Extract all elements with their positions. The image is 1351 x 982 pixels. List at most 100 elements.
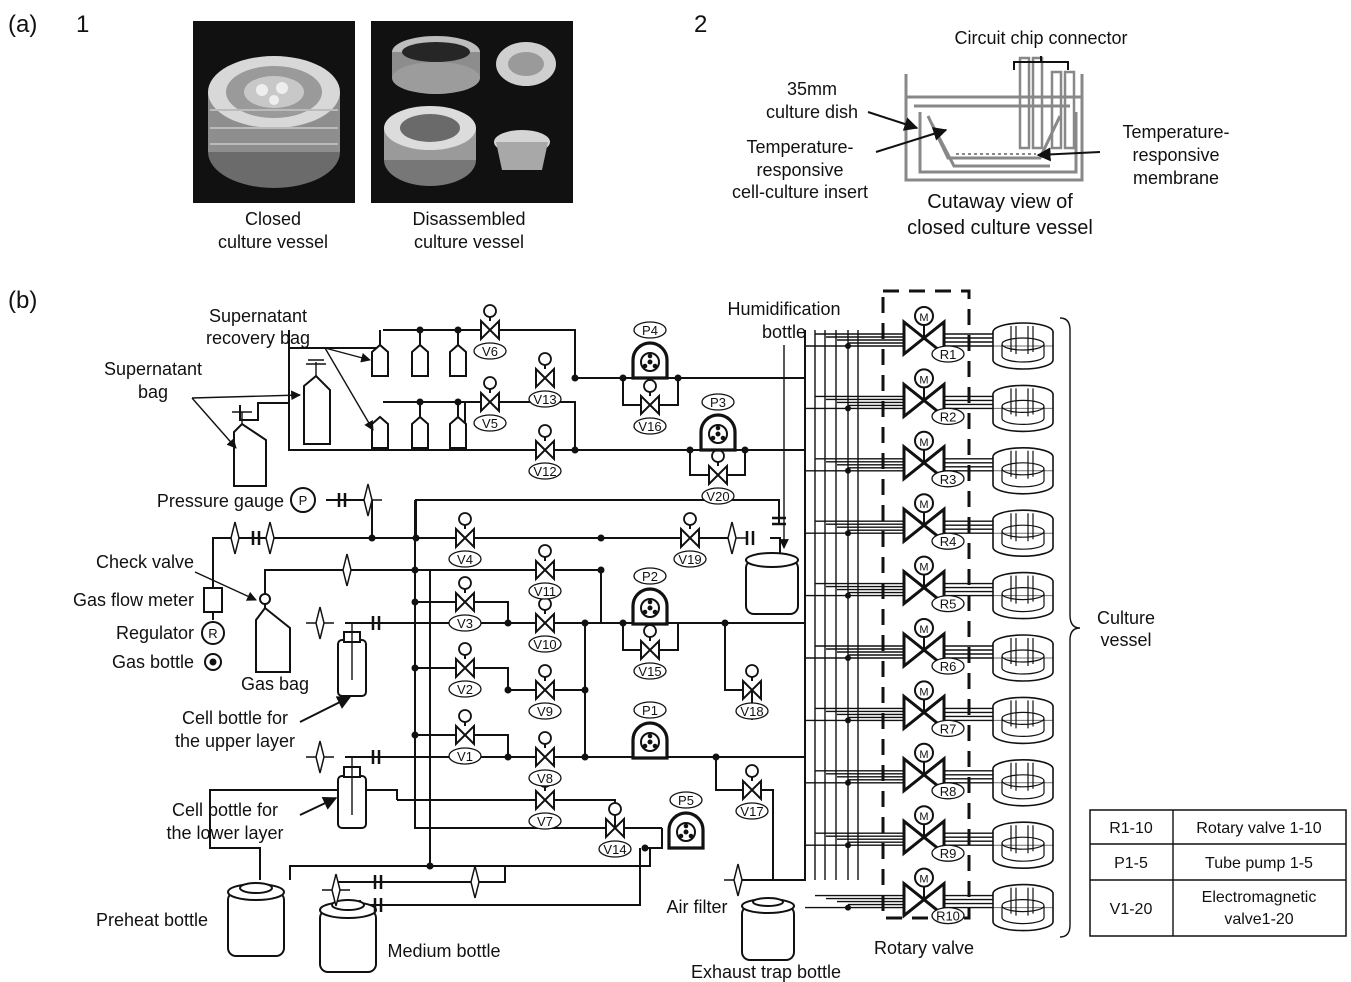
motor-letter: M [919, 499, 928, 511]
legend-meaning-pump: Tube pump 1-5 [1205, 855, 1313, 872]
legend-meaning-valve-2: valve1-20 [1224, 911, 1293, 928]
insert-label-line2: responsive [756, 160, 843, 180]
motor-letter: M [919, 437, 928, 449]
photo2-caption-line2: culture vessel [414, 232, 524, 252]
air-filter-label: Air filter [666, 897, 727, 917]
cell-lower-label-1: Cell bottle for [172, 800, 278, 820]
legend-code-rotary: R1-10 [1109, 820, 1153, 837]
subpanel-1-tag: 1 [76, 11, 89, 38]
valve-label-v13: V13 [533, 392, 556, 407]
pump-label-p4: P4 [642, 323, 658, 338]
regulator-letter: R [208, 626, 217, 641]
rotary-valve-r2: MR2 [805, 368, 1000, 426]
motor-letter: M [919, 749, 928, 761]
rotary-label-r5: R5 [940, 597, 957, 612]
valve-label-v17: V17 [740, 804, 763, 819]
valve-v20: V20 [701, 449, 735, 505]
valve-v11: V11 [528, 544, 562, 600]
cell-upper-label-1: Cell bottle for [182, 708, 288, 728]
pump-p2: P2 [631, 567, 669, 626]
pressure-gauge-letter: P [299, 493, 308, 508]
valve-v1: V1 [448, 709, 482, 765]
valve-v6: V6 [473, 304, 507, 360]
check-valve-label: Check valve [96, 552, 194, 572]
valve-v8: V8 [528, 731, 562, 787]
pump-label-p3: P3 [710, 395, 726, 410]
valve-label-v9: V9 [537, 704, 553, 719]
pump-p1: P1 [631, 701, 669, 760]
pump-p3: P3 [699, 393, 737, 452]
insert-label-line3: cell-culture insert [732, 182, 868, 202]
rotary-label-r10: R10 [936, 909, 960, 924]
culture-vessel-10 [992, 883, 1054, 932]
valve-label-v8: V8 [537, 771, 553, 786]
panel-b-tag: (b) [8, 287, 37, 314]
valve-label-v11: V11 [534, 584, 556, 599]
gas-flow-meter-label: Gas flow meter [73, 590, 194, 610]
valve-v7: V7 [528, 774, 562, 830]
legend-meaning-valve-1: Electromagnetic [1202, 889, 1317, 906]
valve-label-v12: V12 [533, 464, 556, 479]
culture-vessel-9 [992, 821, 1054, 870]
humidification-label-1: Humidification [727, 299, 840, 319]
culture-vessel-5 [992, 571, 1054, 620]
valve-label-v3: V3 [457, 616, 473, 631]
valve-label-v18: V18 [740, 704, 763, 719]
cutaway-caption-line1: Cutaway view of [927, 191, 1073, 213]
gas-bag-label: Gas bag [241, 674, 309, 694]
rotary-label-r9: R9 [940, 846, 957, 861]
valve-v18: V18 [735, 664, 769, 720]
valve-label-v4: V4 [457, 552, 473, 567]
rotary-valve-r9: MR9 [805, 805, 1000, 862]
valve-v3: V3 [448, 576, 482, 632]
cell-upper-label-2: the upper layer [175, 731, 295, 751]
valve-label-v19: V19 [678, 552, 701, 567]
rotary-valve-r7: MR7 [805, 680, 1000, 738]
legend-code-pump: P1-5 [1114, 855, 1148, 872]
panel-a: (a) 1 Closed culture vessel [8, 11, 1230, 252]
junction-dots [368, 326, 749, 870]
valve-v4: V4 [448, 512, 482, 568]
recovery-bag-label-2: recovery bag [206, 328, 310, 348]
pump-label-p5: P5 [678, 793, 694, 808]
dish-label-line1: 35mm [787, 79, 837, 99]
culture-vessel-2 [992, 384, 1054, 433]
rotary-valve-label: Rotary valve [874, 938, 974, 958]
valve-label-v1: V1 [457, 749, 473, 764]
recovery-bag-label-1: Supernatant [209, 306, 307, 326]
gas-bottle-label: Gas bottle [112, 652, 194, 672]
rotary-valve-r3: MR3 [805, 430, 1000, 488]
culture-vessel-6 [992, 634, 1054, 682]
motor-letter: M [919, 686, 928, 698]
valve-v16: V16 [633, 379, 667, 435]
valve-v17: V17 [735, 764, 769, 820]
culture-vessel-3 [992, 446, 1054, 495]
closed-vessel-photo [193, 21, 355, 203]
preheat-label: Preheat bottle [96, 910, 208, 930]
membrane-label-line3: membrane [1133, 168, 1219, 188]
valve-label-v2: V2 [457, 682, 473, 697]
component-labels: Supernatant recovery bag Supernatant bag… [73, 299, 1155, 982]
culture-vessel-1 [992, 322, 1054, 370]
exhaust-label: Exhaust trap bottle [691, 962, 841, 982]
motor-letter: M [919, 312, 928, 324]
panel-a-tag: (a) [8, 11, 37, 38]
rotary-valve-r8: MR8 [805, 742, 1000, 800]
valve-v14: V14 [598, 802, 632, 858]
culture-vessel-label-1: Culture [1097, 608, 1155, 628]
valve-v19: V19 [673, 512, 707, 568]
panel-b: (b) [8, 287, 1347, 982]
valve-label-v14: V14 [603, 842, 626, 857]
motor-letter: M [919, 562, 928, 574]
pump-p4: P4 [631, 321, 669, 380]
pump-label-p2: P2 [642, 569, 658, 584]
culture-vessel-label-2: vessel [1100, 630, 1151, 650]
cutaway-drawing [867, 56, 1101, 182]
medium-label: Medium bottle [387, 941, 500, 961]
subpanel-2-tag: 2 [694, 11, 707, 38]
rotary-valve-frame [881, 289, 971, 920]
rotary-valve-r6: MR6 [805, 618, 1000, 675]
